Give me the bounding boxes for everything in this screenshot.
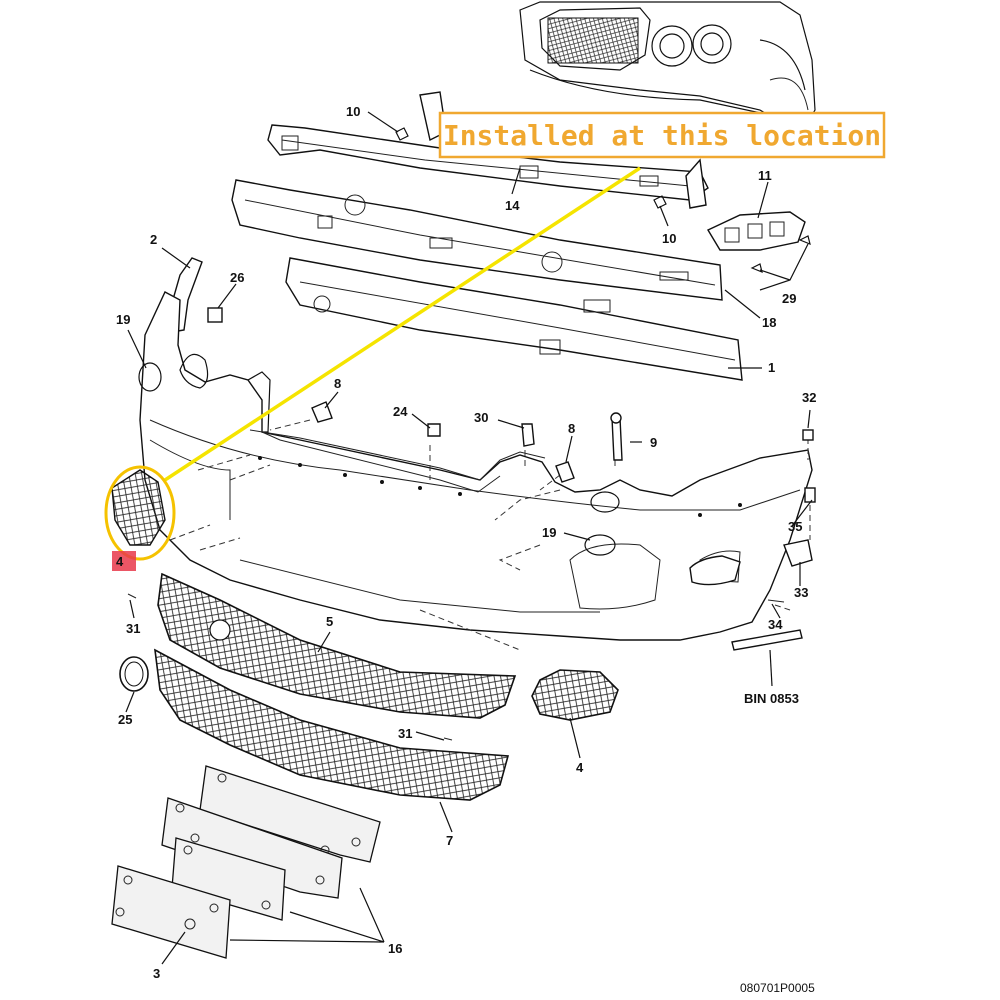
label-7: 7 (446, 833, 453, 848)
bumper-cover (138, 291, 813, 641)
fixings (127, 127, 816, 741)
diagram-code: 080701P0005 (740, 981, 815, 995)
beam-part-18 (231, 179, 723, 301)
label-16: 16 (388, 941, 402, 956)
label-2: 2 (150, 232, 157, 247)
label-1: 1 (768, 360, 775, 375)
part-labels: 10 14 11 10 2 26 29 18 19 1 8 32 24 30 8… (116, 104, 816, 995)
ring-part-25 (119, 656, 149, 692)
label-26: 26 (230, 270, 244, 285)
beam-part-1 (285, 257, 743, 381)
label-18: 18 (762, 315, 776, 330)
callout-text: Installed at this location (443, 119, 881, 152)
plates-part-16 (111, 765, 381, 959)
label-32: 32 (802, 390, 816, 405)
label-11: 11 (758, 168, 772, 183)
callout-overlay: 4 Installed at this location (104, 111, 886, 571)
label-4: 4 (576, 760, 584, 775)
leader-lines (125, 111, 813, 965)
label-9: 9 (650, 435, 657, 450)
bracket-part-11 (707, 211, 806, 251)
label-25: 25 (118, 712, 132, 727)
car-thumbnail (519, 1, 816, 136)
label-33: 33 (794, 585, 808, 600)
highlight-marker-label: 4 (116, 554, 124, 569)
label-10a: 10 (346, 104, 360, 119)
assembly-lines (169, 419, 811, 651)
label-5: 5 (326, 614, 333, 629)
label-29: 29 (782, 291, 796, 306)
label-8b: 8 (568, 421, 575, 436)
label-24: 24 (393, 404, 408, 419)
label-19a: 19 (116, 312, 130, 327)
highlight-marker (112, 551, 136, 571)
callout-box (438, 111, 886, 159)
label-8a: 8 (334, 376, 341, 391)
highlight-ellipse (104, 465, 176, 561)
label-31a: 31 (126, 621, 140, 636)
side-grille-part-4-left (111, 469, 166, 546)
grille-part-7 (154, 648, 510, 801)
grille-part-5 (157, 572, 517, 719)
label-31b: 31 (398, 726, 412, 741)
bin-code: BIN 0853 (744, 691, 799, 706)
label-34: 34 (768, 617, 783, 632)
label-3: 3 (153, 966, 160, 981)
label-14: 14 (505, 198, 520, 213)
callout-pointer (164, 166, 641, 482)
label-19b: 19 (542, 525, 556, 540)
side-grille-part-4-right (531, 669, 619, 721)
label-10b: 10 (662, 231, 676, 246)
label-35: 35 (788, 519, 802, 534)
label-30: 30 (474, 410, 488, 425)
